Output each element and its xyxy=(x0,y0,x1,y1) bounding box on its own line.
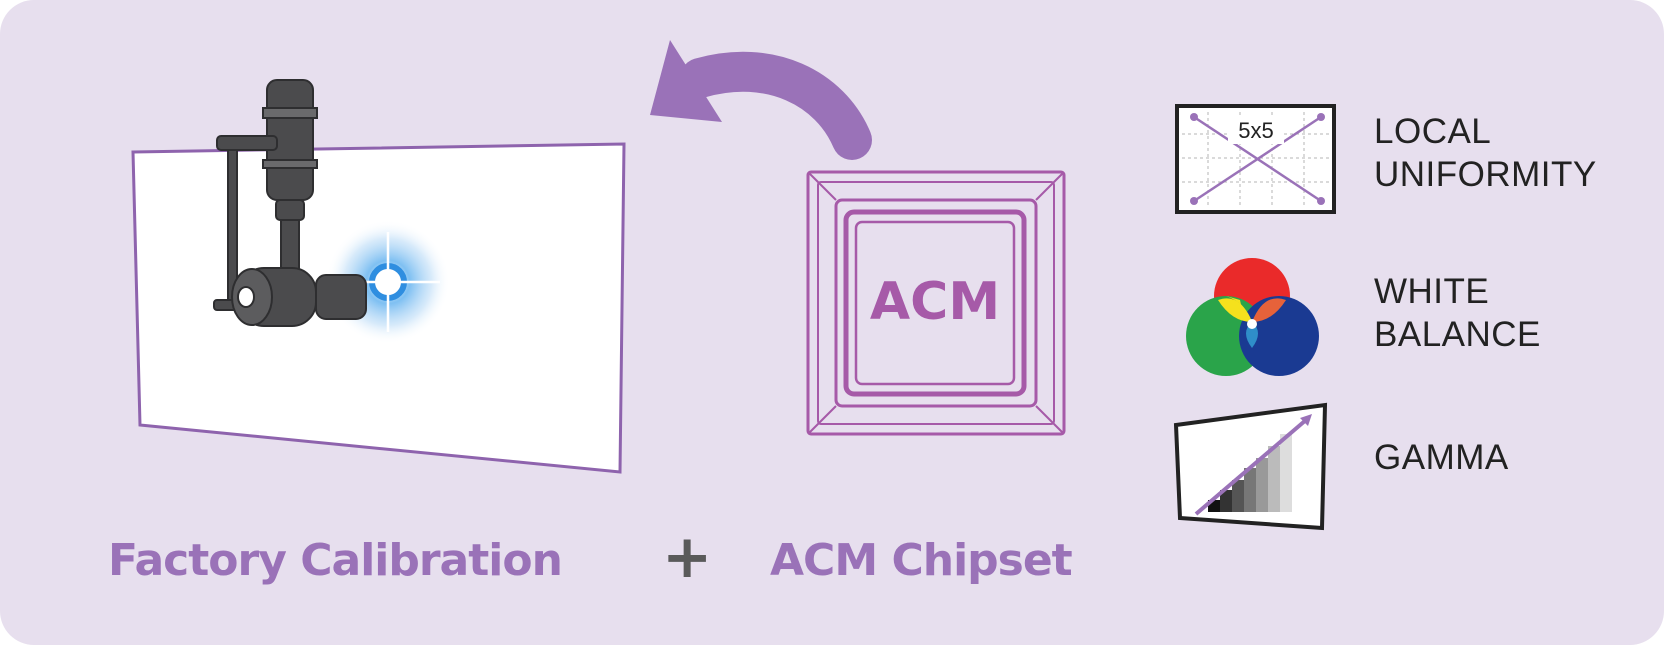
feature-label-line2: BALANCE xyxy=(1374,315,1541,354)
feedback-arrow-icon xyxy=(650,40,872,160)
feature-local-uniformity: LOCAL UNIFORMITY xyxy=(1374,110,1597,196)
acm-chip-label: ACM xyxy=(869,272,1001,332)
acm-chipset-caption: ACM Chipset xyxy=(770,535,1073,586)
feature-label-line1: GAMMA xyxy=(1374,438,1509,477)
feature-label-line1: LOCAL xyxy=(1374,112,1492,151)
feature-label-line1: WHITE xyxy=(1374,272,1490,311)
factory-calibration-caption: Factory Calibration xyxy=(108,535,563,586)
grid-size-label: 5x5 xyxy=(1238,118,1274,143)
feature-white-balance: WHITE BALANCE xyxy=(1374,270,1541,356)
feature-gamma: GAMMA xyxy=(1374,436,1509,479)
calibration-robot-icon xyxy=(213,79,367,327)
acm-chip-icon xyxy=(806,170,1066,436)
feature-label-line2: UNIFORMITY xyxy=(1374,155,1597,194)
plus-sign: + xyxy=(662,522,713,592)
